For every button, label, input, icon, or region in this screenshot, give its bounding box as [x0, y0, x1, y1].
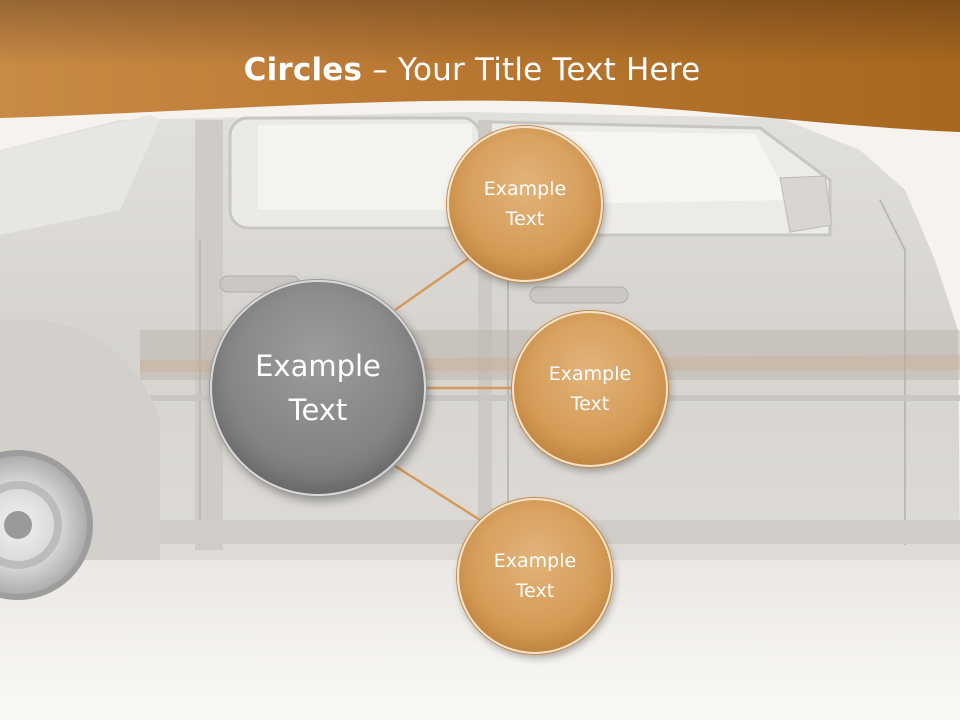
satellite-circle-label: Example Text: [493, 550, 577, 602]
satellite-circle-label: Example Text: [483, 178, 567, 230]
center-circle: Example Text: [210, 280, 426, 496]
satellite-circle-middle: Example Text: [512, 311, 668, 467]
satellite-circle-top: Example Text: [447, 126, 603, 282]
title-rest: – Your Title Text Here: [362, 52, 701, 88]
connector-line: [394, 464, 481, 522]
connector-line: [394, 254, 473, 312]
slide-title: Circles – Your Title Text Here: [0, 52, 944, 88]
center-circle-label: Example Text: [255, 349, 381, 427]
satellite-circle-bottom: Example Text: [457, 498, 613, 654]
satellite-circle-label: Example Text: [548, 363, 632, 415]
title-bold: Circles: [243, 52, 363, 88]
